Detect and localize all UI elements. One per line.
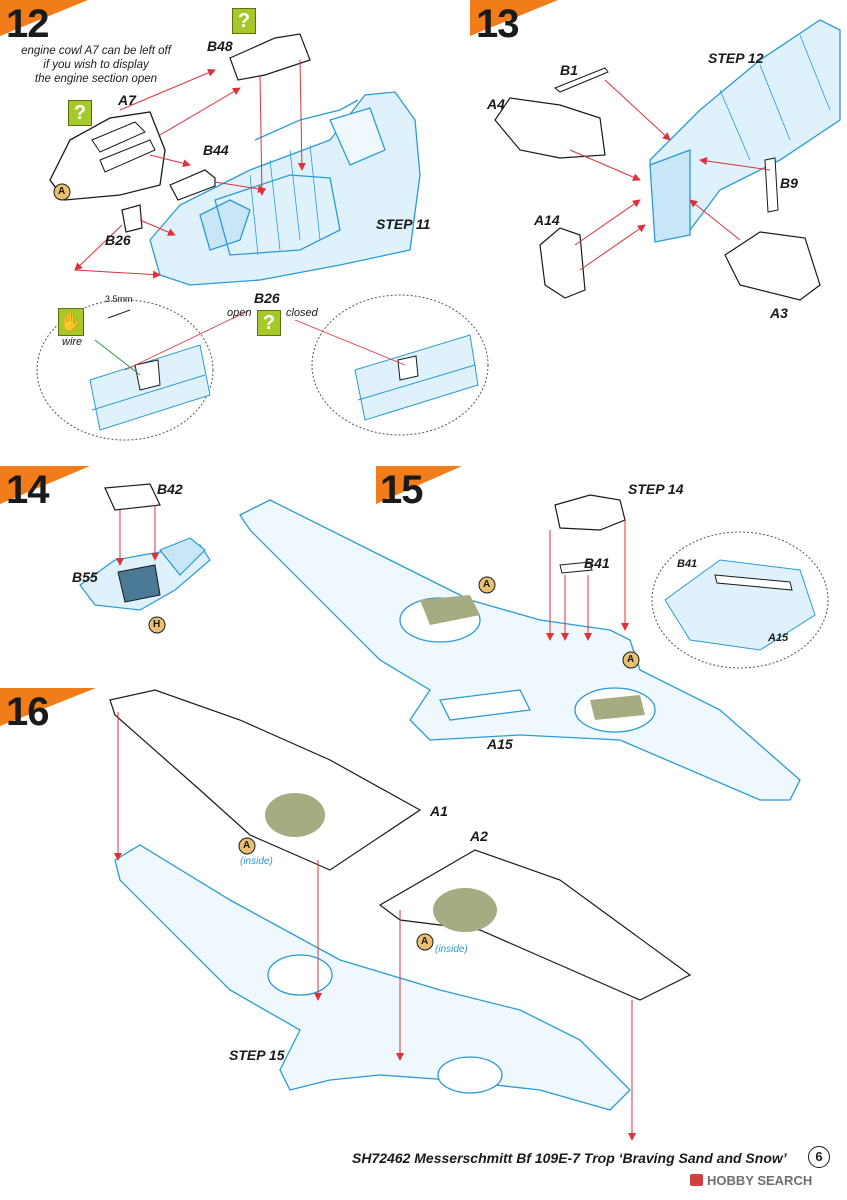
paint-marker-icon <box>53 183 640 951</box>
detail-circle-b41 <box>651 531 829 669</box>
paint-ref-a: A <box>627 654 635 665</box>
detail-wire-content <box>89 309 211 431</box>
label-a2: A2 <box>470 828 488 844</box>
label-a7: A7 <box>118 92 136 108</box>
label-step15: STEP 15 <box>229 1047 285 1063</box>
paint-ref-h: H <box>153 619 161 630</box>
note-line-3: the engine section open <box>34 73 158 85</box>
label-b41-detail: B41 <box>677 558 698 570</box>
watermark-logo-icon <box>690 1174 703 1186</box>
label-closed: closed <box>286 307 318 319</box>
label-b1: B1 <box>560 62 578 78</box>
note-line-1: engine cowl A7 can be left off <box>21 45 171 57</box>
label-step14: STEP 14 <box>628 481 684 497</box>
label-a4: A4 <box>487 96 505 112</box>
step13-tail <box>649 19 841 243</box>
part-b48 <box>229 33 311 81</box>
note-line-2: if you wish to display <box>43 59 149 71</box>
footer-title: SH72462 Messerschmitt Bf 109E-7 Trop ‘Br… <box>352 1150 787 1166</box>
label-a15: A15 <box>487 736 513 752</box>
label-inside-a1: (inside) <box>240 856 273 867</box>
part-b41 <box>559 561 593 574</box>
step12-arrows <box>74 59 306 279</box>
step15-lower-wing <box>239 499 801 801</box>
label-b48: B48 <box>207 38 233 54</box>
part-b26 <box>121 204 143 233</box>
step15-arrows <box>546 520 629 641</box>
label-b42: B42 <box>157 481 183 497</box>
label-inside-a2: (inside) <box>435 944 468 955</box>
label-b55: B55 <box>72 569 98 585</box>
step14-arrows <box>116 505 159 566</box>
step-15-number: 15 <box>380 468 423 512</box>
open-pointer <box>124 309 251 371</box>
label-b44: B44 <box>203 142 229 158</box>
step16-arrows <box>114 712 636 1141</box>
paint-ref-a: A <box>421 936 429 947</box>
part-b55 <box>117 564 161 603</box>
page-number: 6 <box>808 1146 830 1168</box>
question-icon: ? <box>232 8 256 34</box>
label-a1: A1 <box>430 803 448 819</box>
paint-ref-a: A <box>483 579 491 590</box>
part-a7-cowl <box>49 111 166 201</box>
detail-circle-wire <box>36 299 214 441</box>
paint-ref-a: A <box>243 840 251 851</box>
label-b9: B9 <box>780 175 798 191</box>
detail-circle-closed <box>311 294 489 436</box>
part-a1-wing <box>109 689 422 871</box>
step-15-badge <box>376 466 462 504</box>
step-14-badge <box>0 466 90 504</box>
paint-ref-a: A <box>58 186 66 197</box>
step-16-number: 16 <box>6 690 49 734</box>
label-wire: wire <box>62 336 83 348</box>
label-a14: A14 <box>534 212 560 228</box>
part-a3 <box>724 231 821 301</box>
label-b26: B26 <box>105 232 131 248</box>
step-13-badge <box>470 0 558 36</box>
watermark-text: HOBBY SEARCH <box>707 1173 813 1188</box>
question-icon: ? <box>68 100 92 126</box>
label-step11: STEP 11 <box>376 216 431 232</box>
step14-subassembly <box>554 494 626 531</box>
question-icon: ? <box>257 310 281 336</box>
label-open: open <box>227 307 252 319</box>
label-dimension: 3.5mm <box>105 294 133 304</box>
step12-fuselage <box>149 91 421 286</box>
step13-arrows <box>569 79 771 271</box>
step-12-number: 12 <box>6 2 49 46</box>
watermark: HOBBY SEARCH <box>690 1173 812 1188</box>
label-b26-detail: B26 <box>254 290 280 306</box>
step-14-number: 14 <box>6 468 49 512</box>
part-b42 <box>104 483 161 511</box>
detail-closed-content <box>354 334 479 421</box>
step-12-badge <box>0 0 88 36</box>
part-a14 <box>539 227 586 299</box>
closed-pointer <box>294 319 406 366</box>
step16-lower-wing <box>114 844 631 1111</box>
step12-note: engine cowl A7 can be left off if you wi… <box>16 44 176 86</box>
step-13-number: 13 <box>476 2 519 46</box>
detail-b41-content <box>664 559 816 651</box>
part-a4 <box>494 97 606 159</box>
label-a3: A3 <box>770 305 788 321</box>
label-b41: B41 <box>584 555 610 571</box>
step-16-badge <box>0 688 96 726</box>
hand-icon: ✋ <box>58 308 84 336</box>
label-step12: STEP 12 <box>708 50 764 66</box>
label-a15-detail: A15 <box>768 632 789 644</box>
part-b1 <box>554 67 609 93</box>
part-a2-wing <box>378 849 692 1001</box>
part-b9 <box>764 157 779 213</box>
